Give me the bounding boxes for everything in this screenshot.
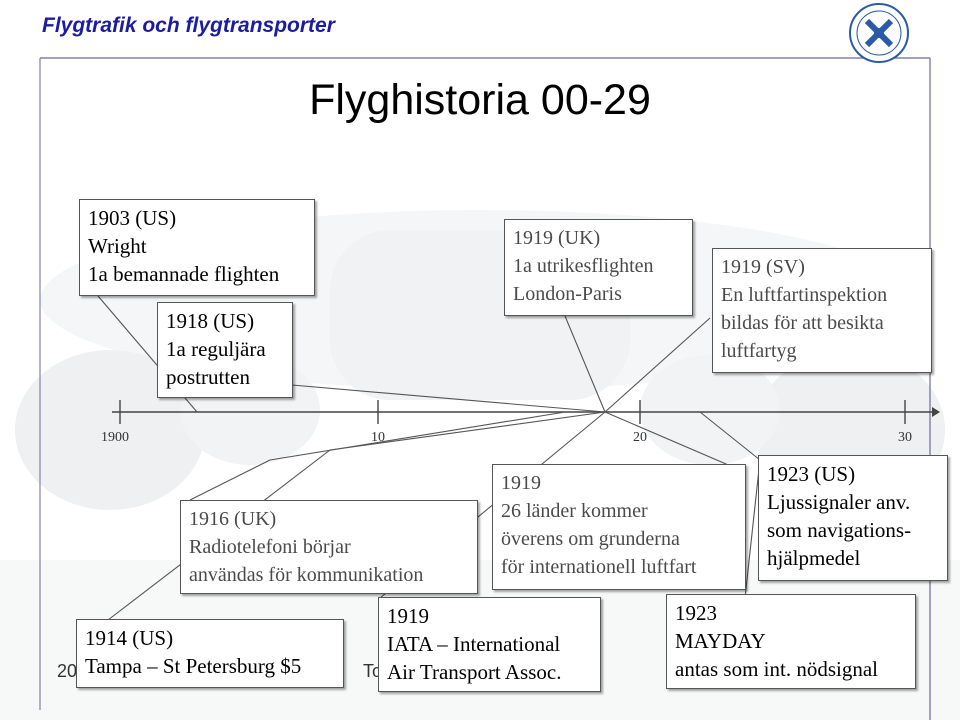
event-line: 1918 (US) [166, 309, 255, 333]
event-line: 1a reguljära [166, 337, 266, 361]
event-box-26-lander: 1919 26 länder kommer överens om grunder… [492, 464, 746, 590]
event-line: 1914 (US) [85, 626, 174, 650]
event-line: 1919 (UK) [513, 227, 601, 249]
university-seal-logo [849, 3, 909, 63]
event-box-radiotelefoni: 1916 (UK) Radiotelefoni börjar användas … [180, 500, 478, 594]
tick-label-10: 10 [371, 430, 385, 445]
event-line: 1919 (SV) [721, 256, 805, 278]
event-line: En luftfartinspektion [721, 284, 888, 306]
tick-label-1900: 1900 [101, 430, 129, 445]
event-line: Radiotelefoni börjar [189, 536, 351, 558]
event-line: antas som int. nödsignal [675, 657, 878, 681]
event-line: Ljussignaler anv. [767, 490, 911, 514]
event-line: 1923 [675, 601, 717, 625]
tick-label-20: 20 [633, 430, 647, 445]
event-line: IATA – International [387, 632, 561, 656]
timeline-axis [112, 400, 940, 424]
event-line: 1919 [387, 604, 429, 628]
event-line: postrutten [166, 365, 250, 389]
footer-text-fragment: To [363, 661, 383, 681]
event-line: 1919 [501, 472, 541, 494]
event-box-wright: 1903 (US) Wright 1a bemannade flighten [79, 199, 315, 296]
event-box-luftfartinspektion: 1919 (SV) En luftfartinspektion bildas f… [712, 248, 932, 373]
event-line: MAYDAY [675, 629, 766, 653]
event-line: överens om grunderna [501, 528, 680, 550]
event-line: hjälpmedel [767, 546, 861, 570]
event-box-postrutten: 1918 (US) 1a reguljära postrutten [157, 302, 293, 398]
event-line: 1923 (US) [767, 462, 856, 486]
event-box-utrikes: 1919 (UK) 1a utrikesflighten London-Pari… [504, 219, 693, 316]
event-box-ljussignaler: 1923 (US) Ljussignaler anv. som navigati… [758, 455, 948, 581]
event-line: bildas för att besikta [721, 312, 884, 334]
event-box-mayday: 1923 MAYDAY antas som int. nödsignal [666, 594, 916, 689]
event-line: 26 länder kommer [501, 500, 648, 522]
header-title: Flygtrafik och flygtransporter [42, 14, 335, 37]
event-line: 1a bemannade flighten [88, 262, 280, 286]
event-line: för internationell luftfart [501, 556, 697, 578]
event-line: 1903 (US) [88, 206, 177, 230]
event-line: Tampa – St Petersburg $5 [85, 654, 302, 678]
event-line: Air Transport Assoc. [387, 660, 562, 684]
footer-date-fragment: 20 [57, 661, 78, 681]
event-line: användas för kommunikation [189, 564, 424, 586]
event-line: 1916 (UK) [189, 508, 277, 530]
tick-label-30: 30 [898, 430, 912, 445]
event-line: som navigations- [767, 518, 912, 542]
event-box-tampa: 1914 (US) Tampa – St Petersburg $5 [76, 619, 344, 688]
event-line: London-Paris [513, 283, 622, 305]
event-line: luftfartyg [721, 340, 797, 362]
event-line: Wright [88, 234, 147, 258]
event-line: 1a utrikesflighten [513, 255, 654, 277]
event-box-iata: 1919 IATA – International Air Transport … [378, 597, 601, 692]
slide-title: Flyghistoria 00-29 [309, 76, 651, 124]
